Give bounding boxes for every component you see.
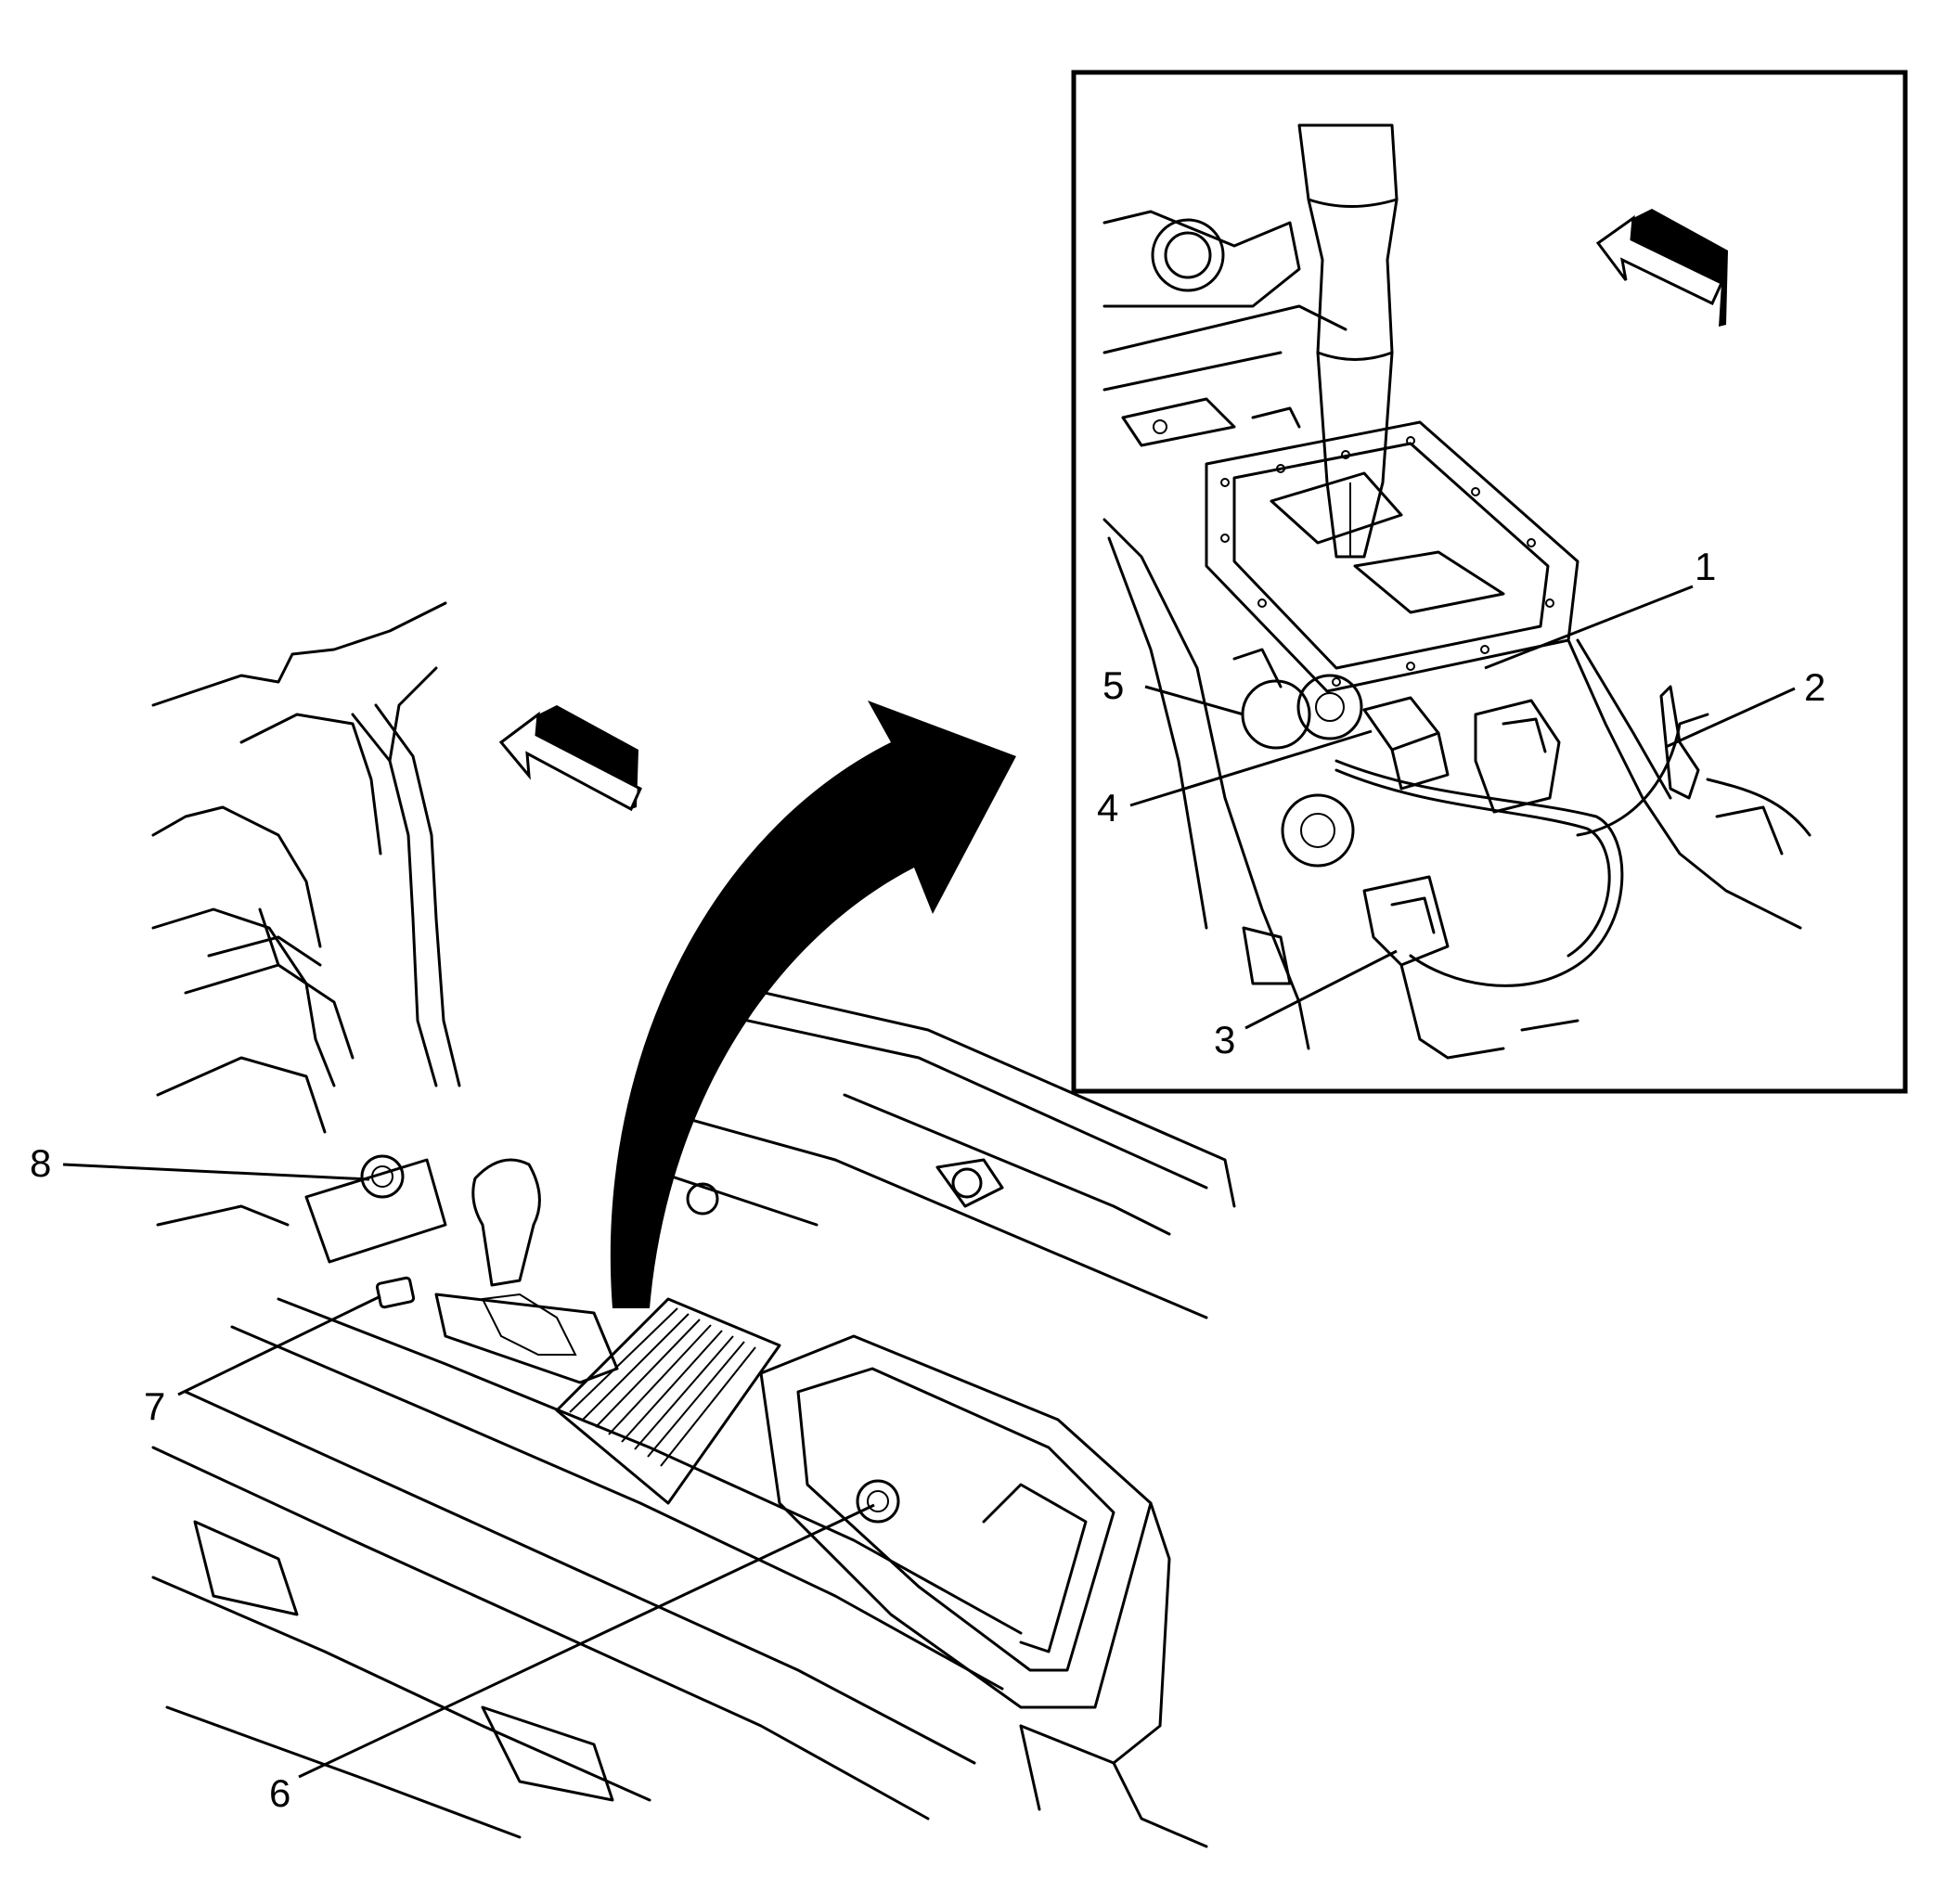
main-console-view	[151, 601, 1236, 1848]
callout-5: 5	[1102, 663, 1124, 707]
callout-leaders	[62, 585, 1796, 1779]
callout-2: 2	[1804, 665, 1825, 709]
callout-1: 1	[1695, 545, 1716, 588]
detail-view-arrow-icon	[610, 701, 1016, 1308]
callout-4: 4	[1097, 786, 1118, 830]
callout-3: 3	[1214, 1018, 1235, 1061]
front-direction-arrow-icon	[1595, 214, 1723, 306]
detail-inset	[1071, 70, 1908, 1094]
callout-6: 6	[269, 1771, 290, 1815]
cupholder-grille	[569, 1307, 756, 1467]
callout-8: 8	[30, 1141, 51, 1185]
callout-labels: 1 2 3 4 5 6 7 8	[30, 545, 1825, 1815]
callout-7: 7	[144, 1384, 165, 1428]
